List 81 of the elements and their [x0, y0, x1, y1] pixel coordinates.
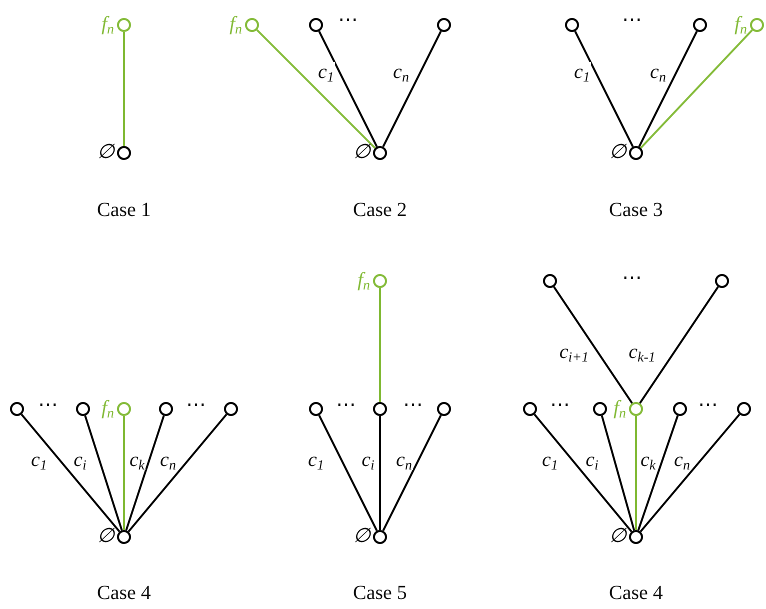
vertex-circle — [117, 530, 131, 544]
tree-edge — [382, 30, 442, 148]
tree-edge — [318, 414, 378, 532]
ellipsis-text: ⋯ — [403, 395, 423, 415]
vertex-label: ∅ — [97, 526, 114, 546]
vertex-circle — [629, 402, 643, 416]
vertex-label: ∅ — [353, 526, 370, 546]
vertex-circle — [673, 402, 687, 416]
vertex-circle — [523, 402, 537, 416]
vertex-circle — [629, 530, 643, 544]
vertex-label: f$_{n}$ — [101, 398, 114, 418]
tree-edge — [600, 415, 636, 531]
vertex-circle — [629, 146, 643, 160]
vertex-label: ∅ — [609, 526, 626, 546]
vertex-circle — [10, 402, 24, 416]
ellipsis-text: ⋯ — [338, 10, 358, 30]
vertex-circle — [593, 402, 607, 416]
vertex-label: f$_{n}$ — [613, 398, 626, 418]
vertex-label: ∅ — [97, 142, 114, 162]
tree-edge — [379, 416, 381, 530]
tree-edge — [574, 30, 634, 148]
vertex-circle — [737, 402, 751, 416]
tree-edge — [84, 415, 123, 531]
tree-edge — [256, 29, 376, 149]
vertex-label: f$_{n}$ — [229, 14, 242, 34]
tree-edge — [20, 414, 120, 532]
vertex-circle — [373, 274, 387, 288]
ellipsis-text: ⋯ — [622, 268, 642, 288]
vertex-circle — [373, 530, 387, 544]
case-caption: Case 2 — [353, 200, 407, 220]
case-caption: Case 3 — [609, 200, 663, 220]
vertex-circle — [715, 274, 729, 288]
vertex-circle — [373, 402, 387, 416]
case-caption: Case 4 — [609, 583, 663, 603]
tree-edge — [635, 416, 637, 530]
vertex-circle — [117, 146, 131, 160]
tree-edge — [640, 414, 740, 532]
vertex-circle — [245, 18, 259, 32]
vertex-label: f$_{n}$ — [101, 14, 114, 34]
edge-label: c$_{1}$ — [317, 62, 335, 82]
ellipsis-text: ⋯ — [622, 10, 642, 30]
ellipsis-text: ⋯ — [698, 395, 718, 415]
case-caption: Case 1 — [97, 200, 151, 220]
tree-edge — [382, 414, 442, 532]
vertex-circle — [309, 402, 323, 416]
vertex-circle — [117, 18, 131, 32]
vertex-label: f$_{n}$ — [734, 14, 747, 34]
tree-edge — [637, 415, 679, 531]
case-caption: Case 5 — [353, 583, 407, 603]
tree-edge — [123, 32, 125, 146]
vertex-circle — [159, 402, 173, 416]
ellipsis-text: ⋯ — [550, 395, 570, 415]
tree-edge — [379, 288, 381, 402]
ellipsis-text: ⋯ — [38, 395, 58, 415]
vertex-label: ∅ — [353, 142, 370, 162]
vertex-circle — [224, 402, 238, 416]
vertex-circle — [117, 402, 131, 416]
ellipsis-text: ⋯ — [186, 395, 206, 415]
tree-edge — [318, 30, 378, 148]
tree-edge — [640, 29, 753, 149]
vertex-circle — [76, 402, 90, 416]
case-caption: Case 4 — [97, 583, 151, 603]
vertex-circle — [565, 18, 579, 32]
edge-label: c$_{1}$ — [573, 62, 591, 82]
tree-edge — [553, 286, 633, 404]
vertex-circle — [543, 274, 557, 288]
tree-edge — [638, 30, 698, 148]
vertex-circle — [437, 402, 451, 416]
tree-edge — [123, 416, 125, 530]
vertex-circle — [437, 18, 451, 32]
vertex-circle — [373, 146, 387, 160]
tree-edge — [639, 286, 719, 404]
vertex-circle — [750, 18, 764, 32]
tree-edge — [125, 415, 165, 531]
vertex-label: f$_{n}$ — [357, 270, 370, 290]
tree-edge — [128, 414, 228, 532]
tree-edge — [534, 414, 632, 532]
ellipsis-text: ⋯ — [336, 395, 356, 415]
vertex-label: ∅ — [609, 142, 626, 162]
vertex-circle — [309, 18, 323, 32]
vertex-circle — [693, 18, 707, 32]
